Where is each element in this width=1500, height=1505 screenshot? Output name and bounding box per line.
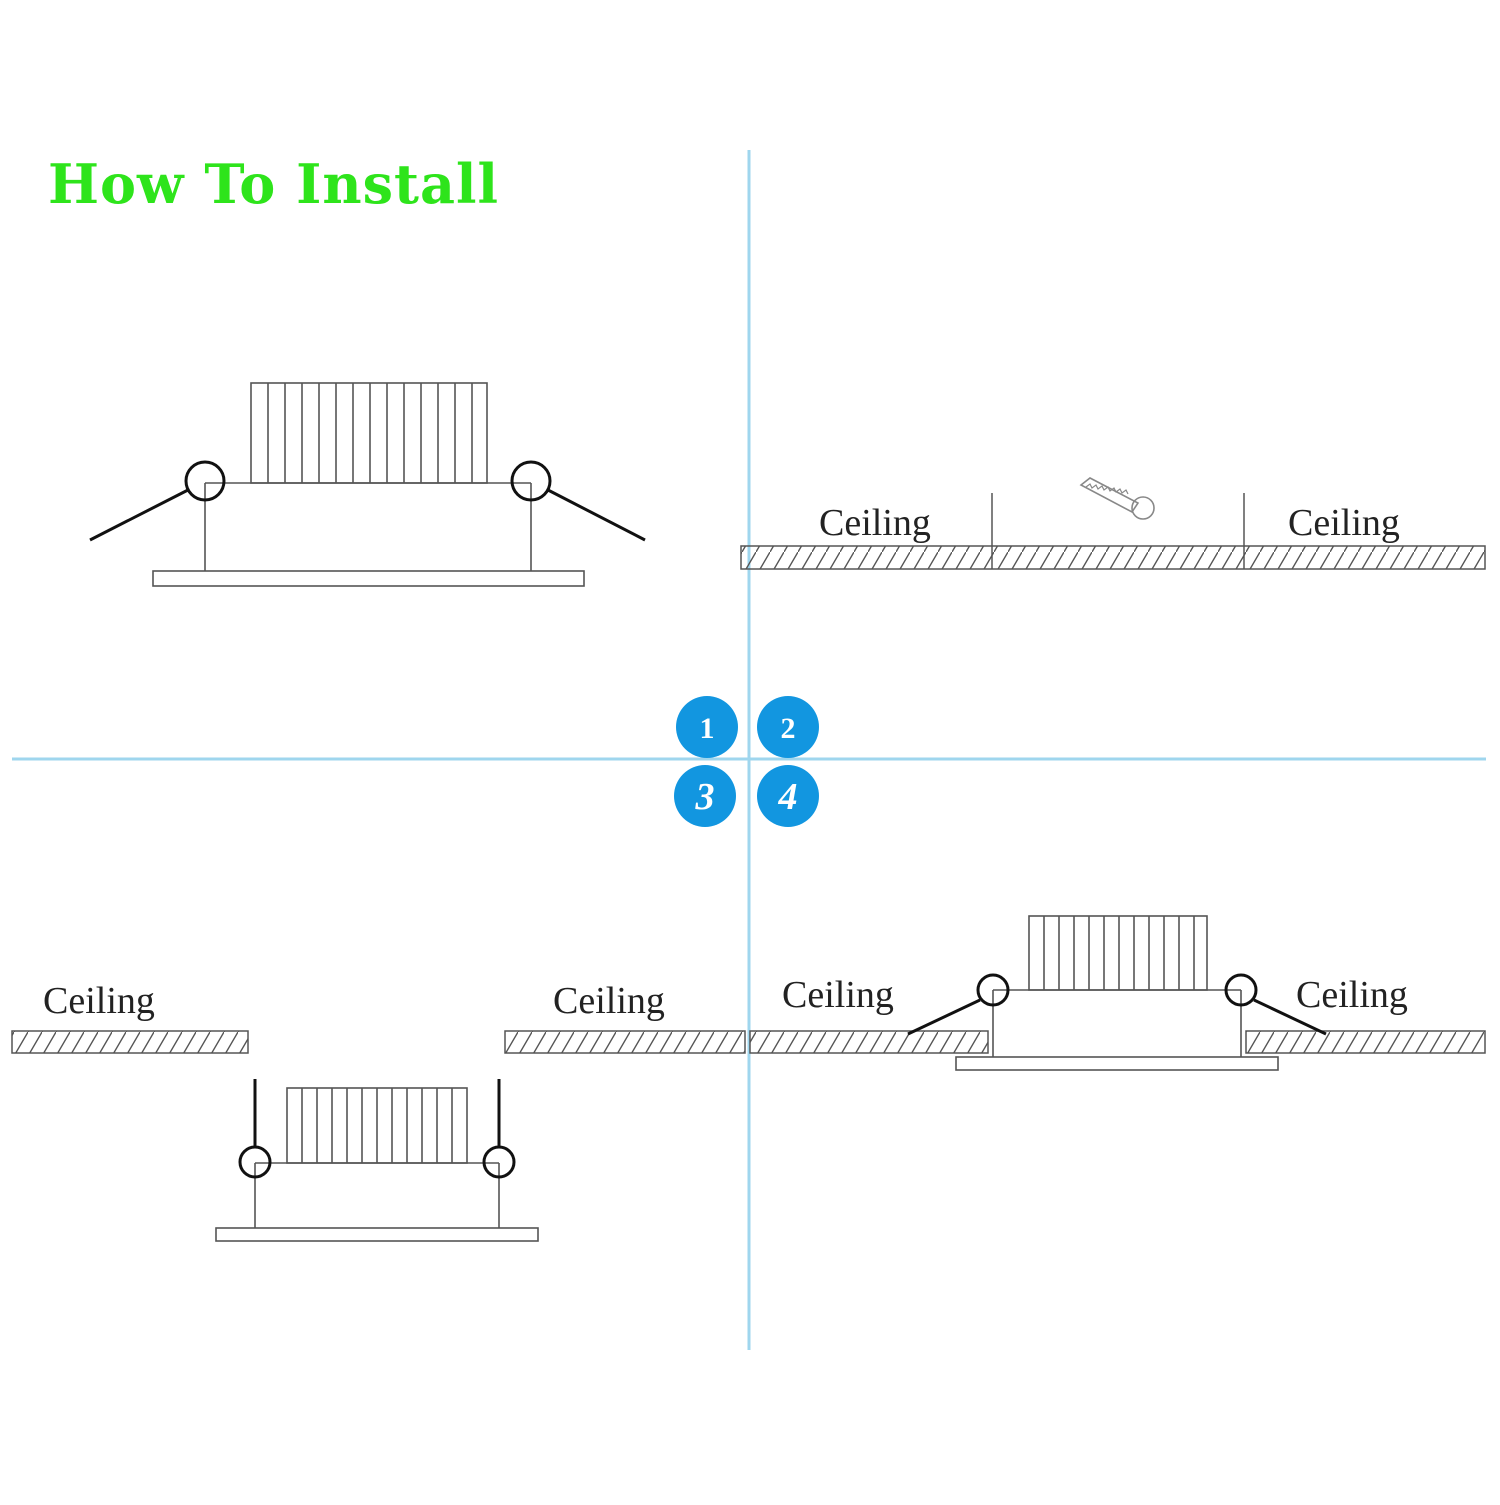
ceiling-label: Ceiling bbox=[1296, 974, 1408, 1016]
ceiling-label: Ceiling bbox=[43, 980, 155, 1022]
spring-clip-right bbox=[510, 460, 552, 502]
ceiling-label: Ceiling bbox=[819, 502, 931, 544]
heatsink-fins bbox=[1043, 916, 1195, 990]
ceiling-label: Ceiling bbox=[553, 980, 665, 1022]
step-badge-3 bbox=[674, 765, 736, 827]
step-number-4: 4 bbox=[778, 776, 798, 818]
heatsink-fins bbox=[301, 1088, 453, 1163]
ceiling-label: Ceiling bbox=[1288, 502, 1400, 544]
step-number-2: 2 bbox=[781, 712, 796, 745]
step-badge-4 bbox=[757, 765, 819, 827]
step4-downlight bbox=[907, 915, 1327, 1071]
step-number-3: 3 bbox=[695, 776, 715, 818]
spring-clip-right bbox=[1224, 973, 1258, 1007]
step3-downlight bbox=[215, 1079, 539, 1242]
step-badge-1 bbox=[676, 696, 738, 758]
step-number-1: 1 bbox=[700, 712, 715, 745]
ceiling-label: Ceiling bbox=[782, 974, 894, 1016]
step2-ceiling: Ceiling Ceiling bbox=[740, 477, 1486, 570]
page-title: How To Install bbox=[48, 152, 500, 216]
heatsink-fins bbox=[267, 383, 473, 483]
saw-icon bbox=[1079, 477, 1155, 520]
spring-clip-left bbox=[976, 973, 1010, 1007]
step-badge-2 bbox=[757, 696, 819, 758]
step-badges: 1 2 3 4 bbox=[674, 696, 819, 827]
step1-downlight bbox=[89, 382, 646, 587]
spring-clip-left bbox=[184, 460, 226, 502]
step4-ceiling: Ceiling Ceiling bbox=[749, 974, 1486, 1054]
step3-ceiling: Ceiling Ceiling bbox=[11, 980, 746, 1054]
